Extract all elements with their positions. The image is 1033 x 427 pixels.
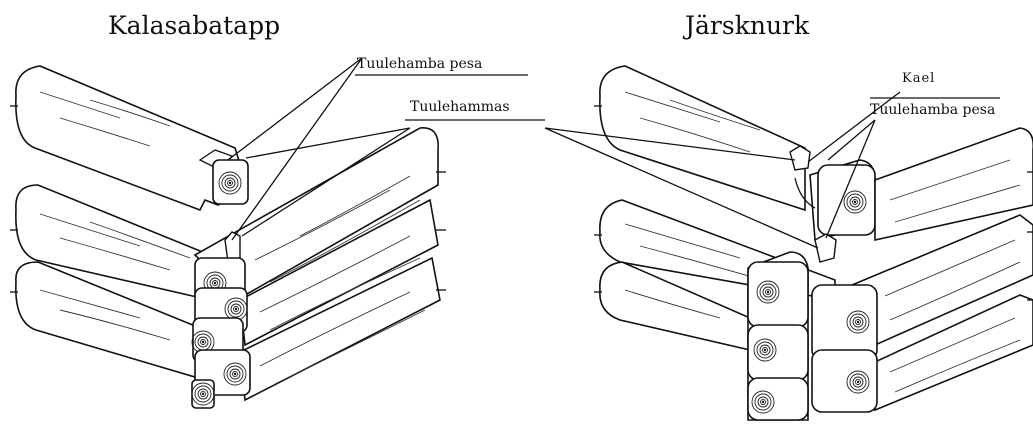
- left-cross-log-3: [191, 256, 446, 409]
- pointer-tooth-right-2: [544, 127, 819, 249]
- right-neck-block: [794, 159, 876, 242]
- pointer-tooth-2: [241, 127, 411, 237]
- label-right-nest: Tuulehamba pesa: [870, 102, 995, 118]
- left-wall-log-top: [10, 65, 249, 212]
- label-neck: Kael: [902, 71, 935, 86]
- pointer-tooth-1: [245, 127, 411, 159]
- pointer-right-nest-2: [825, 119, 876, 239]
- right-joint-assembly: [544, 65, 1033, 421]
- title-right: Järsknurk: [682, 11, 810, 40]
- right-cross-log-1: [874, 127, 1033, 241]
- right-stacked-ends: [747, 251, 809, 421]
- right-cross-log-3: [811, 294, 1033, 413]
- pointer-left-nest-1: [227, 57, 363, 161]
- pointer-neck: [807, 91, 901, 163]
- pointer-tooth-right-1: [544, 127, 796, 161]
- label-left-nest: Tuulehamba pesa: [357, 56, 482, 72]
- label-tooth: Tuulehammas: [410, 99, 510, 115]
- pointer-right-nest-1: [827, 119, 876, 161]
- title-left: Kalasabatapp: [108, 11, 280, 40]
- left-joint-assembly: [10, 57, 528, 409]
- right-wall-log-top: [594, 65, 811, 212]
